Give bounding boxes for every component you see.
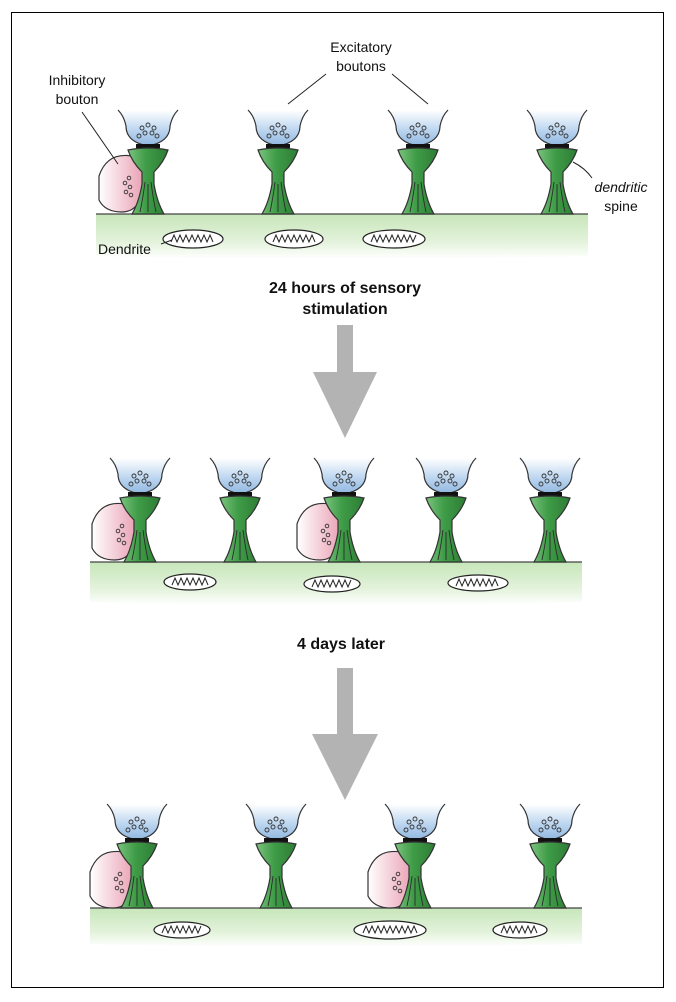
synapse	[117, 109, 179, 215]
spine-label-line2: spine	[604, 198, 638, 214]
panel-before: Inhibitory bouton Excitatory boutons den…	[49, 39, 648, 259]
step1-label-line2: stimulation	[302, 301, 387, 318]
synapse	[519, 803, 581, 909]
synapse	[247, 109, 309, 215]
inhibitory-bouton	[296, 502, 343, 561]
step1-label-line1: 24 hours of sensory	[269, 280, 421, 297]
step2-label: 4 days later	[297, 636, 385, 653]
mitochondrion	[353, 920, 427, 940]
synapse	[106, 803, 168, 909]
spine-label-line1: dendritic	[595, 179, 648, 195]
excitatory-label-line1: Excitatory	[330, 39, 391, 55]
mitochondrion	[162, 229, 224, 249]
arrow-down	[313, 325, 377, 438]
inhibitory-label-line1: Inhibitory	[49, 72, 106, 88]
mitochondrion	[303, 575, 361, 593]
synapse	[209, 457, 271, 563]
dendrite-shaft	[96, 213, 588, 259]
leader-lines	[81, 73, 593, 245]
figure-frame	[11, 12, 664, 988]
synapse	[109, 457, 171, 563]
synapse	[384, 803, 446, 909]
synapse	[526, 109, 588, 215]
dendrite-shaft	[90, 907, 582, 947]
dendrite-label: Dendrite	[98, 241, 151, 257]
panel-after-4-days	[89, 803, 582, 947]
synapse	[387, 109, 449, 215]
mitochondrion	[447, 574, 509, 592]
mitochondrion	[264, 229, 324, 249]
mitochondrion	[492, 921, 548, 939]
synapse	[313, 457, 375, 563]
inhibitory-label-line2: bouton	[56, 91, 99, 107]
panel-after-24h	[90, 457, 582, 605]
mitochondrion	[362, 229, 426, 249]
excitatory-label-line2: boutons	[336, 58, 386, 74]
mitochondrion	[153, 921, 211, 939]
synapse	[245, 803, 307, 909]
arrow-down	[312, 668, 378, 800]
mitochondrion	[163, 573, 217, 591]
synapse	[519, 457, 581, 563]
synapse	[415, 457, 477, 563]
